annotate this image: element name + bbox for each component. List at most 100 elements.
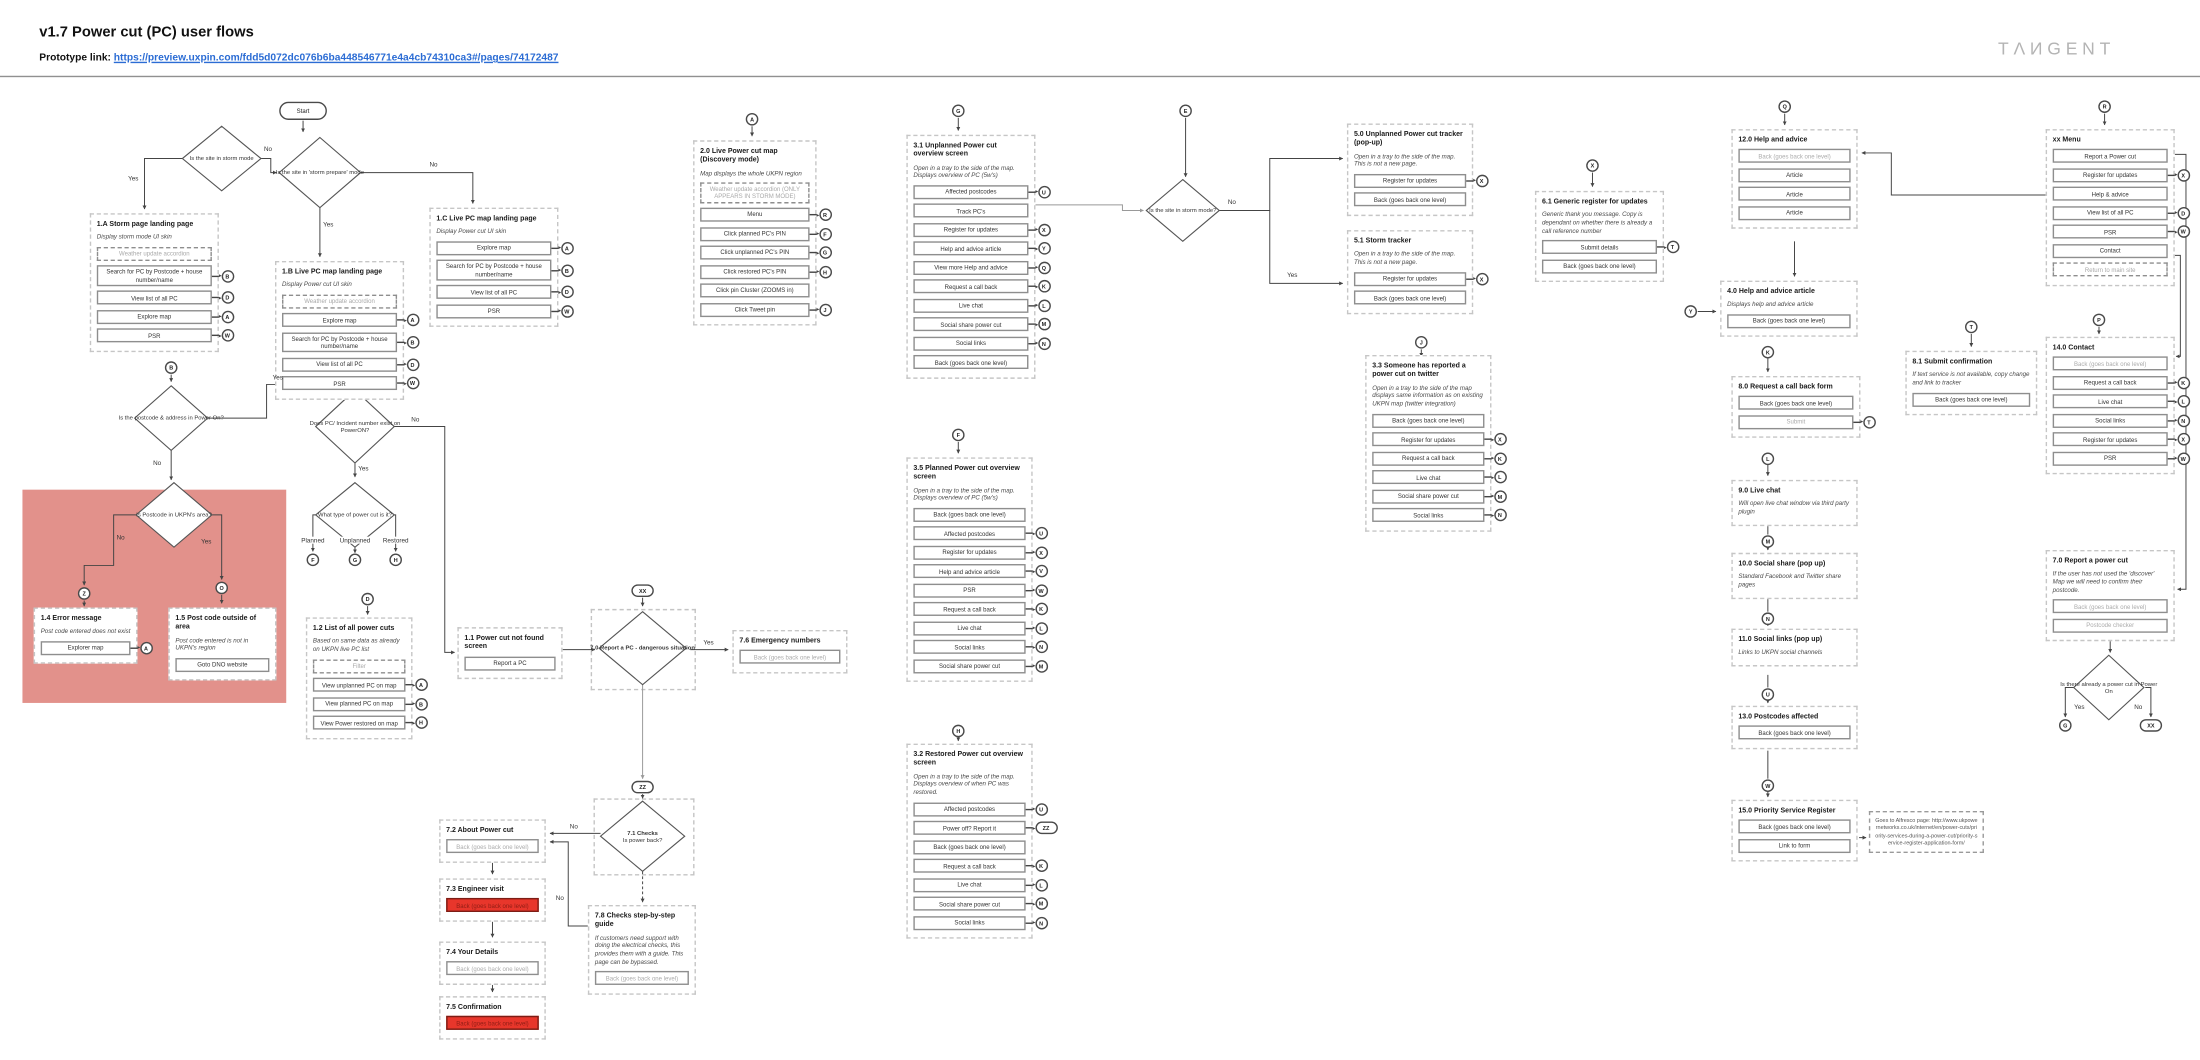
jump-circle-B: B (406, 336, 419, 349)
flow-button: Request a call back (913, 279, 1029, 294)
flow-button: Weather update accordion (96, 246, 212, 261)
flow-button: Register for updates (913, 545, 1026, 560)
branch-label: No (555, 894, 564, 902)
flow-row: Back (goes back one level) (913, 507, 1026, 522)
jump-circle-M: M (1037, 318, 1051, 332)
jump-circle-J: J (1414, 336, 1428, 349)
panel-title: 10.0 Social share (pop up) (1738, 559, 1826, 569)
jump-circle-A: A (220, 310, 234, 324)
flow-row: Report a PC (464, 655, 556, 670)
flow-button: Report a PC (464, 655, 556, 670)
jump-out: K (1025, 603, 1048, 616)
flow-button: Submit (1738, 414, 1854, 429)
jump-circle-ZZ: ZZ (631, 780, 654, 794)
flow-button: View planned PC on map (312, 696, 406, 711)
panel-title: 8.1 Submit confirmation (1912, 357, 1993, 367)
jump-out: A (130, 641, 153, 655)
jump-circle-L: L (1761, 452, 1775, 466)
flow-row: Help & advice (2052, 186, 2168, 201)
arrow-line (1025, 608, 1032, 611)
jump-out: L (1025, 622, 1048, 635)
jump-out: H (405, 716, 428, 730)
jump-circle-Y: Y (1037, 242, 1051, 256)
flow-button: PSR (436, 304, 552, 319)
flow-button: Live chat (1372, 470, 1485, 485)
flow-button: Back (goes back one level) (1541, 259, 1658, 274)
jump-out: N (1484, 508, 1507, 522)
prototype-link[interactable]: https://preview.uxpin.com/fdd5d072dc076b… (113, 50, 559, 64)
jump-circle-W: W (1034, 584, 1048, 597)
arrow-line (1484, 476, 1491, 478)
branch-label: Yes (703, 639, 714, 647)
branch-label: Yes (1287, 271, 1298, 279)
jump-circle-F: F (818, 227, 832, 240)
tangent-logo: TΛИGENT (1997, 39, 2116, 59)
panel-note: If customers need support with doing the… (594, 933, 684, 965)
branch-label: No (569, 822, 578, 830)
arrowhead-icon (1472, 277, 1476, 281)
arrow-line (1484, 457, 1491, 460)
flow-button: Back (goes back one level) (446, 839, 539, 854)
jump-out: N (1028, 337, 1051, 350)
flow-row: Back (goes back one level) (1738, 396, 1854, 411)
panel-title: 1.1 Power cut not found screen (464, 634, 544, 652)
flow-button: Back (goes back one level) (446, 961, 539, 976)
flow-row: Track PC's (913, 204, 1029, 219)
arrowhead-icon (218, 274, 221, 278)
jump-out: B (405, 697, 428, 711)
jump-circle-U: U (1034, 802, 1048, 816)
branch-label: Yes (323, 220, 334, 228)
branch-label: Yes (201, 538, 212, 546)
flow-button: Back (goes back one level) (1353, 192, 1467, 207)
jump-out: M (1484, 489, 1507, 503)
flow-button: Goto DNO website (175, 657, 270, 672)
panel-10-0-social-share: 10.0 Social share (pop up) Standard Faceb… (1731, 552, 1858, 599)
flow-button: Explore map (436, 241, 552, 256)
jump-circle-W: W (406, 377, 419, 390)
arrowhead-icon (815, 270, 819, 273)
arrow-line (1028, 267, 1035, 269)
jump-circle-H: H (951, 724, 965, 738)
branch-label: No (263, 145, 273, 153)
panel-title: 3.5 Planned Power cut overview screen (913, 464, 1020, 482)
arrow-line (551, 291, 558, 293)
jump-out: B (397, 336, 419, 349)
panel-title: 12.0 Help and advice (1738, 136, 1808, 145)
panel-note: Standard Facebook and Twitter share page… (1738, 572, 1842, 588)
arrowhead-icon (1031, 807, 1035, 811)
arrow-line (1853, 421, 1860, 423)
arrow-line (397, 319, 404, 322)
branch-label: No (429, 160, 438, 168)
arrowhead-icon (2174, 211, 2177, 215)
jump-circle-D: D (406, 358, 419, 371)
flow-button: Affected postcodes (913, 526, 1026, 541)
flow-button: View list of all PC (436, 285, 552, 300)
arrow-line (551, 269, 558, 271)
arrow-line (2167, 438, 2175, 441)
jump-circle-W: W (2176, 225, 2190, 239)
jump-out: K (1025, 859, 1048, 873)
arrow-line (405, 722, 412, 724)
flow-button: Help and advice article (913, 564, 1026, 579)
panel-note: Will open live chat window via third par… (1738, 499, 1849, 515)
flow-button: Social links (2052, 413, 2168, 428)
flow-button: Postcode checker (2052, 618, 2168, 633)
